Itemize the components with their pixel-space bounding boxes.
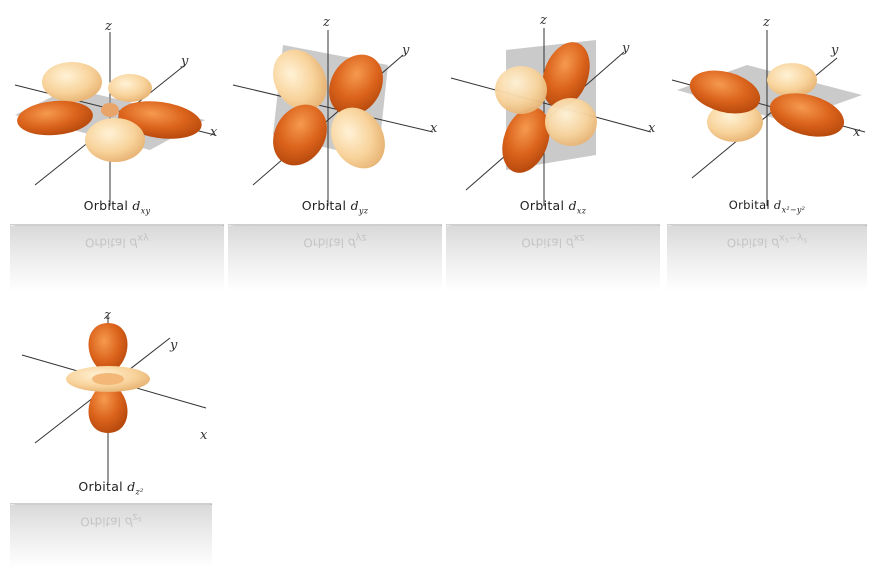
y-axis-label: y [830,43,839,58]
orbital-dxy-diagram: z y x [14,19,218,206]
orbital-caption: Orbital dyz [301,198,369,216]
orbital-dx2-y2-diagram: z y x [671,15,866,206]
reflection: Orbital dxz [446,226,660,292]
z-axis-label: z [539,13,547,28]
orbital-panel: z y x Orbital dxz [446,10,660,224]
orbital-caption: Orbital dz² [78,479,144,497]
reflection: Orbital dxy [10,226,224,292]
orbital-panel: z y x Orbital dz² [10,293,212,503]
x-axis-label: x [853,125,861,140]
orbital-card-dxy: z y x Orbital dxy Orbital dxy [10,10,224,292]
orbital-card-dyz: z y x Orbital dyz Orbital dyz [228,10,442,292]
x-axis-label: x [200,428,208,443]
orbital-card-dx2-y2: z y x Orbital dx²−y² Orbital dx²−y² [667,10,867,292]
z-axis-label: z [322,15,330,30]
orbital-dxz-diagram: z y x [450,13,656,206]
orbital-panel: z y x Orbital dx²−y² [667,10,867,224]
x-axis-label: x [430,121,438,136]
orbital-caption: Orbital dxy [83,198,151,216]
z-axis-label: z [762,15,770,30]
x-axis-label: x [210,125,218,140]
orbital-dyz-diagram: z y x [232,15,438,206]
orbital-dz2-diagram: z y x [21,308,208,483]
y-axis-label: y [621,41,630,56]
y-axis-label: y [180,54,189,69]
y-axis-label: y [401,43,410,58]
orbital-caption: Orbital dxz [519,198,587,216]
orbital-card-dz2: z y x Orbital dz² Orbital dz² [10,293,212,568]
y-axis-label: y [169,338,178,353]
reflection: Orbital dz² [10,505,212,568]
orbital-panel: z y x Orbital dxy [10,10,224,224]
z-axis-label: z [103,308,111,323]
orbital-card-dxz: z y x Orbital dxz Orbital dxz [446,10,660,292]
orbital-panel: z y x Orbital dyz [228,10,442,224]
reflection: Orbital dyz [228,226,442,292]
x-axis-label: x [648,121,656,136]
reflection: Orbital dx²−y² [667,226,867,292]
z-axis-label: z [104,19,112,34]
orbital-caption: Orbital dx²−y² [728,198,806,215]
